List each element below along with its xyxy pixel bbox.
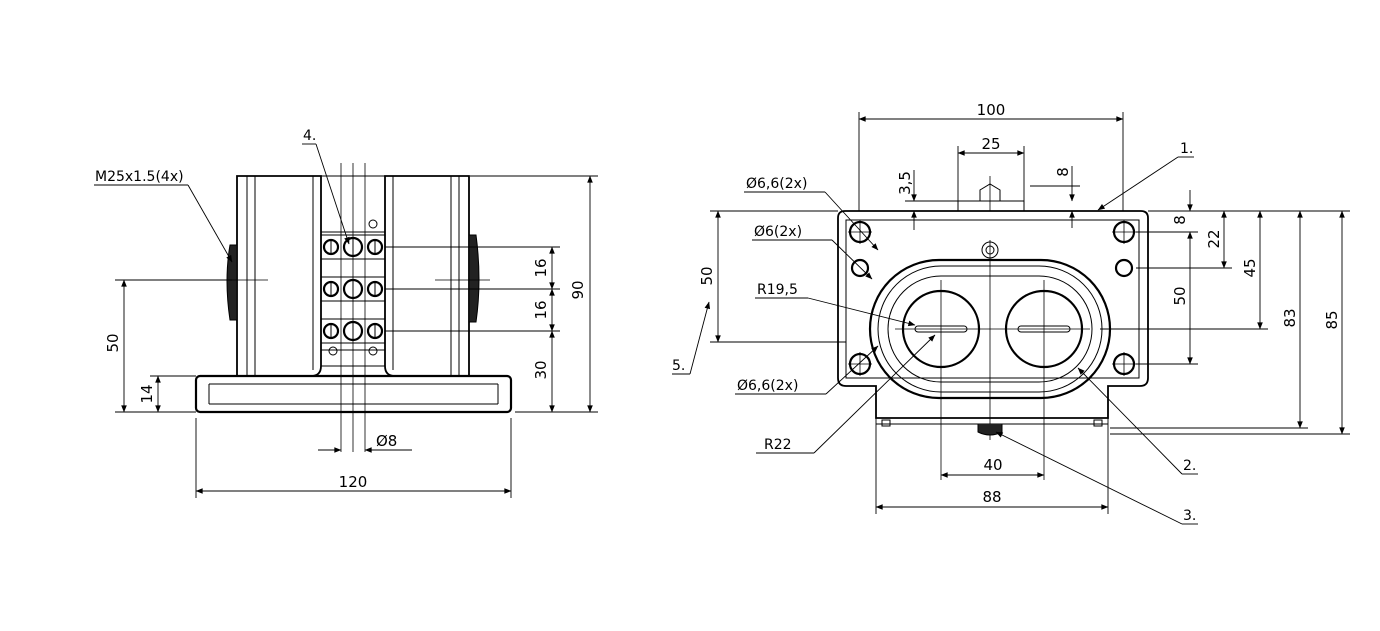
front-top-cap bbox=[957, 176, 1025, 212]
dim-pin-diameter-label: Ø8 bbox=[376, 432, 397, 450]
dim-front-button-spacing: 40 bbox=[940, 456, 1045, 478]
dim-hole-d66-top: Ø6,6(2x) bbox=[744, 176, 879, 251]
callout-item-4-label: 4. bbox=[303, 128, 316, 144]
callout-thread-label: M25x1.5(4x) bbox=[95, 169, 184, 185]
callout-item-1-label: 1. bbox=[1180, 141, 1193, 157]
side-left-housing bbox=[226, 175, 322, 377]
dim-front-cap-width: 25 bbox=[957, 135, 1025, 201]
callout-thread: M25x1.5(4x) bbox=[94, 169, 233, 263]
dim-cap-height-label: 3,5 bbox=[896, 171, 914, 195]
callout-item-4: 4. bbox=[302, 128, 350, 245]
front-push-buttons bbox=[895, 240, 1090, 480]
callout-item-3: 3. bbox=[995, 431, 1198, 525]
callout-item-3-label: 3. bbox=[1183, 508, 1196, 524]
callout-item-2: 2. bbox=[1077, 367, 1198, 475]
dim-radius-outer: R22 bbox=[756, 334, 936, 454]
callout-item-1: 1. bbox=[1097, 141, 1194, 211]
dim-side-height-label: 90 bbox=[569, 280, 587, 299]
front-view: 100 25 3,5 8 Ø6,6(2x) bbox=[672, 101, 1350, 525]
dim-side-height: 90 bbox=[470, 175, 598, 413]
dim-hole-d66-bottom-label: Ø6,6(2x) bbox=[737, 378, 798, 394]
dim-right-22-label: 22 bbox=[1205, 229, 1223, 248]
callout-item-5: 5. bbox=[672, 301, 711, 375]
dim-axis-height-label: 50 bbox=[104, 333, 122, 352]
dim-radius-inner: R19,5 bbox=[755, 282, 916, 327]
dim-hole-d6: Ø6(2x) bbox=[752, 224, 873, 280]
dim-radius-inner-label: R19,5 bbox=[757, 282, 798, 298]
side-right-housing bbox=[384, 175, 480, 377]
dim-side-width-label: 120 bbox=[339, 473, 368, 491]
dim-front-overall-width: 100 bbox=[858, 101, 1124, 211]
dim-right-45-label: 45 bbox=[1241, 258, 1259, 277]
dim-side-axis-height: 50 bbox=[104, 279, 232, 413]
dim-cap-width-label: 25 bbox=[981, 135, 1000, 153]
dim-side-pitch: 16 16 30 bbox=[385, 246, 560, 413]
dim-pitch-top-label: 16 bbox=[532, 258, 550, 277]
front-mounting-holes bbox=[848, 220, 1136, 376]
dim-front-left-50: 50 bbox=[698, 210, 846, 343]
dim-side-pin-diameter: Ø8 bbox=[318, 432, 412, 453]
dim-right-8-label: 8 bbox=[1171, 215, 1189, 225]
dim-bottom-row-label: 30 bbox=[532, 360, 550, 379]
dim-front-cap-height: 3,5 bbox=[896, 170, 958, 230]
dim-hole-d66-bottom: Ø6,6(2x) bbox=[735, 345, 879, 395]
side-center-lines bbox=[215, 163, 490, 452]
dim-base-height-label: 14 bbox=[138, 384, 156, 403]
dim-right-50-label: 50 bbox=[1171, 286, 1189, 305]
dim-base-width-label: 88 bbox=[982, 488, 1001, 506]
dim-side-width: 120 bbox=[195, 418, 512, 498]
dim-overall-width-label: 100 bbox=[977, 101, 1006, 119]
dim-button-spacing-label: 40 bbox=[983, 456, 1002, 474]
side-base-plate bbox=[194, 374, 513, 414]
callout-item-5-label: 5. bbox=[672, 358, 685, 374]
dim-right-85-label: 85 bbox=[1323, 310, 1341, 329]
dim-radius-outer-label: R22 bbox=[764, 437, 792, 453]
dim-right-83-label: 83 bbox=[1281, 308, 1299, 327]
dim-hole-d6-label: Ø6(2x) bbox=[754, 224, 802, 240]
dim-front-cap-offset: 8 bbox=[1030, 166, 1080, 228]
dim-front-right-stack: 8 50 22 45 83 85 bbox=[1100, 190, 1350, 435]
dim-cap-offset-label: 8 bbox=[1054, 167, 1072, 177]
dim-front-base-width: 88 bbox=[875, 418, 1109, 514]
dim-hole-d66-top-label: Ø6,6(2x) bbox=[746, 176, 807, 192]
dim-pitch-mid-label: 16 bbox=[532, 300, 550, 319]
dim-side-base-height: 14 bbox=[138, 375, 196, 413]
callout-item-2-label: 2. bbox=[1183, 458, 1196, 474]
dim-left-50-label: 50 bbox=[698, 266, 716, 285]
side-view: 120 90 16 16 30 50 bbox=[94, 128, 598, 498]
